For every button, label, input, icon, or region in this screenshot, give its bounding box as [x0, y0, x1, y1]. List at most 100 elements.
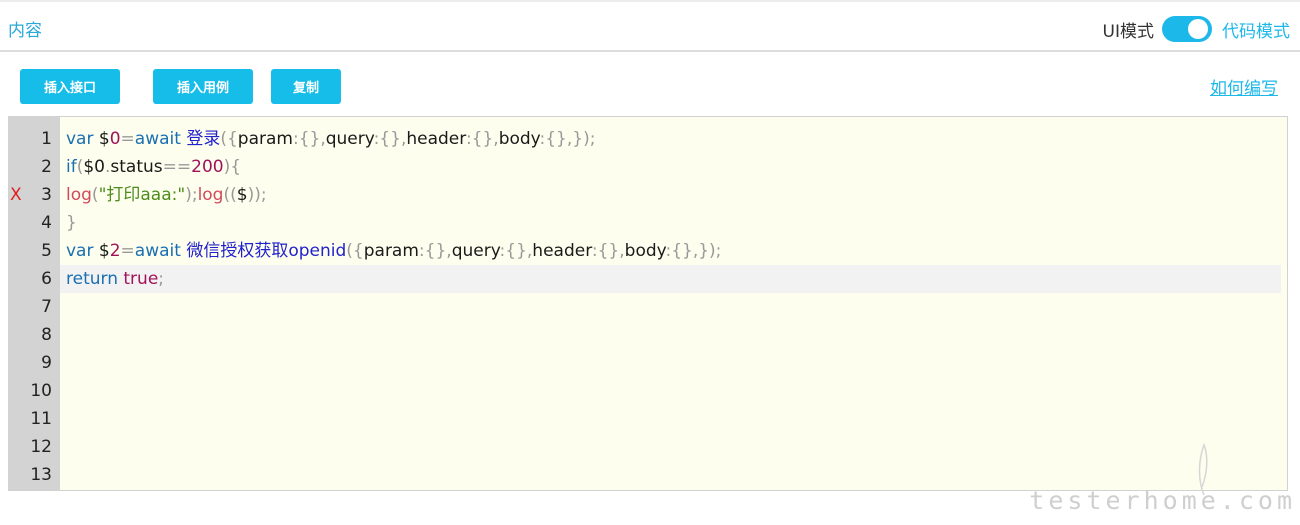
code-token: ( [76, 157, 84, 177]
code-token: await [134, 241, 181, 261]
code-token: :{}, [292, 129, 326, 149]
code-token: param [237, 129, 293, 149]
code-content[interactable] [60, 321, 1281, 349]
code-token: ({ [346, 241, 364, 261]
code-token: log [197, 185, 224, 205]
code-line[interactable]: 7 [9, 293, 1287, 321]
line-number: 7 [41, 297, 52, 317]
line-number: 12 [30, 437, 52, 457]
code-token: header [532, 241, 592, 261]
code-token: $ [93, 241, 110, 261]
code-token: return [66, 269, 118, 289]
code-token: ){ [223, 157, 242, 177]
code-token: var [66, 241, 94, 261]
code-token: log [66, 185, 92, 205]
code-token: 200 [191, 157, 224, 177]
code-token: ); [185, 185, 198, 205]
code-line[interactable]: 12 [9, 433, 1287, 461]
code-token: await [134, 129, 181, 149]
code-token: :{}, [465, 129, 499, 149]
code-token: body [498, 129, 540, 149]
code-token: :{}, [591, 241, 625, 261]
code-line[interactable]: 4} [9, 209, 1287, 237]
code-line[interactable]: 11 [9, 405, 1287, 433]
code-content[interactable] [60, 293, 1281, 321]
code-token: . [105, 157, 111, 177]
code-token: } [66, 213, 77, 233]
watermark: testerhome.com [1029, 486, 1296, 515]
code-token: header [406, 129, 466, 149]
watermark-flourish-icon [1198, 442, 1208, 496]
code-content[interactable]: var $2=await 微信授权获取openid({param:{},quer… [60, 237, 1281, 265]
code-line[interactable]: 13 [9, 461, 1287, 489]
ui-mode-label[interactable]: UI模式 [1102, 21, 1154, 42]
code-content[interactable] [60, 377, 1281, 405]
code-token: :{}, [499, 241, 533, 261]
code-content[interactable]: } [60, 209, 1281, 237]
how-to-write-link[interactable]: 如何编写 [1210, 79, 1278, 99]
code-token: $0 [83, 157, 105, 177]
code-token: == [162, 157, 192, 177]
line-number: 10 [30, 381, 52, 401]
line-number: 3 [41, 185, 52, 205]
code-token: status [110, 157, 163, 177]
line-number: 5 [41, 241, 52, 261]
top-border [0, 0, 1300, 2]
error-marker-icon[interactable]: X [10, 185, 22, 205]
code-token: (( [223, 185, 237, 205]
code-token: )); [247, 185, 267, 205]
mode-toggle[interactable] [1162, 16, 1212, 42]
header-bar: 内容 UI模式 代码模式 [0, 2, 1300, 52]
code-token: query [451, 241, 500, 261]
code-content[interactable]: if($0.status==200){ [60, 153, 1281, 181]
code-content[interactable] [60, 461, 1281, 489]
code-token: 登录 [186, 129, 221, 149]
code-content[interactable]: return true; [60, 265, 1281, 293]
code-token: :{}, [373, 129, 407, 149]
line-number: 2 [41, 157, 52, 177]
line-number: 1 [41, 129, 52, 149]
line-number: 9 [41, 353, 52, 373]
code-token: ({ [220, 129, 238, 149]
code-token: = [120, 241, 135, 261]
code-line[interactable]: 10 [9, 377, 1287, 405]
line-number: 4 [41, 213, 52, 233]
code-token: body [624, 241, 666, 261]
code-token: :{},}); [539, 129, 596, 149]
code-token: $ [93, 129, 110, 149]
page-title: 内容 [8, 21, 42, 41]
code-token: :{},}); [665, 241, 722, 261]
line-number: 8 [41, 325, 52, 345]
code-mode-label[interactable]: 代码模式 [1222, 21, 1290, 42]
code-token: true [123, 269, 159, 289]
code-token: $ [236, 185, 248, 205]
code-line[interactable]: 9 [9, 349, 1287, 377]
code-token: ( [91, 185, 99, 205]
code-content[interactable] [60, 349, 1281, 377]
code-content[interactable] [60, 405, 1281, 433]
toggle-knob [1188, 19, 1208, 39]
code-line[interactable]: 6 return true; [9, 265, 1287, 293]
insert-case-button[interactable]: 插入用例 [153, 69, 253, 104]
code-token: var [66, 129, 94, 149]
line-gutter [9, 117, 60, 490]
code-line[interactable]: 2 if($0.status==200){ [9, 153, 1287, 181]
code-content[interactable]: log("打印aaa:");log(($)); [60, 181, 1281, 209]
mode-switch: UI模式 代码模式 [1103, 15, 1290, 43]
insert-api-button[interactable]: 插入接口 [20, 69, 120, 104]
code-token: 0 [109, 129, 121, 149]
code-token: param [363, 241, 419, 261]
line-number: 6 [41, 269, 52, 289]
copy-button[interactable]: 复制 [271, 69, 341, 104]
code-token: query [325, 129, 374, 149]
code-token: ; [158, 269, 165, 289]
code-content[interactable] [60, 433, 1281, 461]
code-token: = [120, 129, 135, 149]
code-content[interactable]: var $0=await 登录({param:{},query:{},heade… [60, 125, 1281, 153]
code-line[interactable]: 8 [9, 321, 1287, 349]
